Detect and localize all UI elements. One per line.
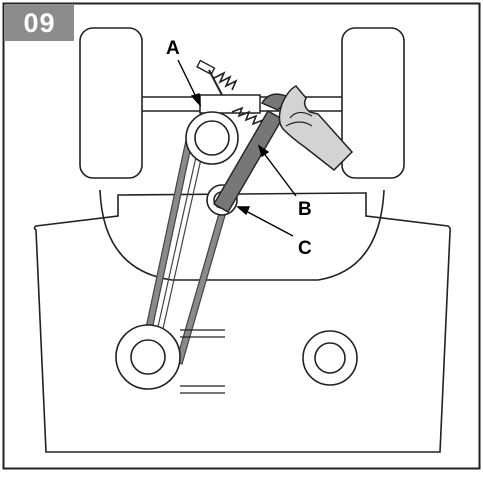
right-spindle: [302, 330, 358, 386]
idler-spring: [231, 106, 265, 129]
mower-deck: [33, 192, 452, 453]
figure-border: [2, 2, 481, 470]
callout-a: A: [166, 38, 180, 59]
hand-icon: [278, 85, 354, 172]
callout-c: C: [298, 238, 312, 259]
belt-guide-lines: [180, 329, 225, 394]
callout-leaders: [177, 59, 297, 237]
deck-front-curve: [99, 189, 385, 281]
right-wheel: [341, 27, 405, 179]
upper-pulley: [185, 111, 239, 165]
lower-pulley: [115, 324, 181, 390]
callout-b: B: [298, 199, 312, 220]
axle-bracket: [199, 94, 261, 114]
left-wheel: [79, 27, 143, 179]
adjustment-bolt: [196, 59, 238, 96]
figure-number-badge: 09: [5, 5, 74, 41]
